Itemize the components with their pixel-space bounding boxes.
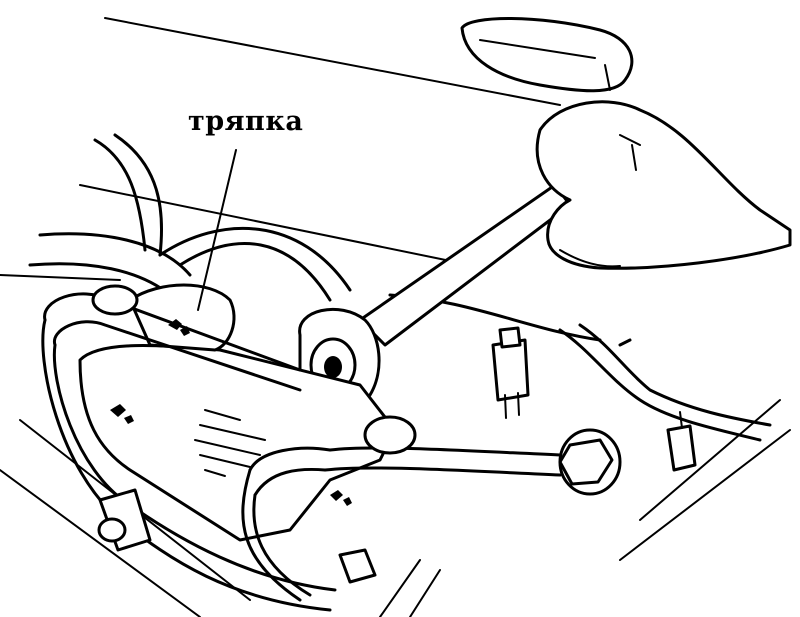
connector-right (491, 326, 697, 472)
wrench (298, 183, 572, 413)
callout-leader (197, 149, 237, 311)
callout-label-rag: тряпка (188, 106, 304, 137)
bracket-markings (110, 319, 352, 506)
brake-line-bracket (41, 283, 562, 612)
fittings (91, 284, 622, 584)
hand (460, 17, 792, 270)
